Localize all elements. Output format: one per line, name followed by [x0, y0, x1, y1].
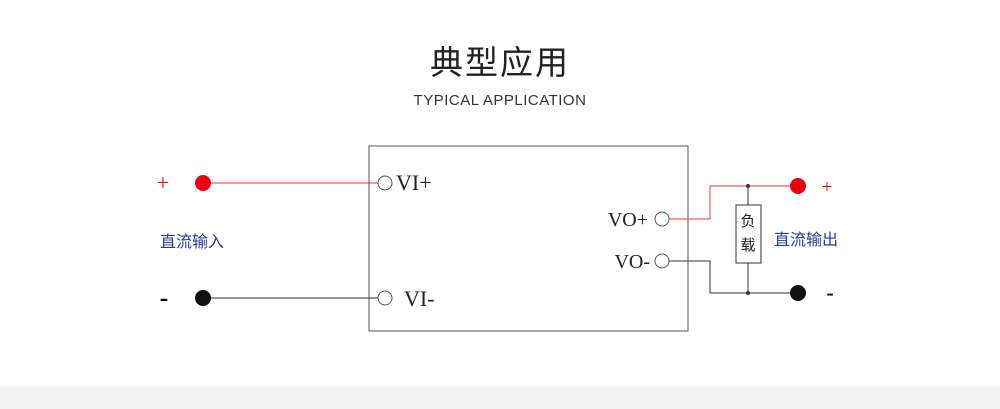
output-negative-wire [669, 260, 797, 294]
input-positive-terminal [195, 175, 211, 191]
vo-minus-label: VO- [614, 251, 650, 273]
vo-minus-pin [654, 253, 670, 269]
output-positive-wire [669, 185, 797, 220]
load-top-junction [746, 184, 750, 188]
load-bottom-junction [746, 291, 750, 295]
input-negative-terminal [195, 290, 211, 306]
vi-plus-pin [377, 175, 393, 191]
input-plus-sign: + [157, 170, 169, 195]
output-minus-sign: - [826, 280, 833, 305]
input-label: 直流输入 [160, 232, 224, 251]
page-title: 典型应用 [430, 43, 570, 82]
input-minus-sign: - [160, 283, 169, 312]
vi-minus-pin [377, 290, 393, 306]
page-subtitle: TYPICAL APPLICATION [413, 92, 587, 109]
vi-plus-label: VI+ [396, 170, 432, 195]
load-resistor [735, 204, 762, 264]
module-box [368, 145, 689, 332]
vi-minus-label: VI- [404, 286, 435, 311]
output-label: 直流输出 [774, 230, 838, 249]
output-plus-sign: + [822, 177, 833, 198]
footer-band [0, 386, 1000, 409]
vo-plus-label: VO+ [608, 209, 648, 231]
output-negative-terminal [790, 285, 806, 301]
output-positive-terminal [790, 178, 806, 194]
load-label-line2: 载 [740, 236, 755, 254]
load-label-line1: 负 [740, 212, 755, 230]
vo-plus-pin [654, 211, 670, 227]
